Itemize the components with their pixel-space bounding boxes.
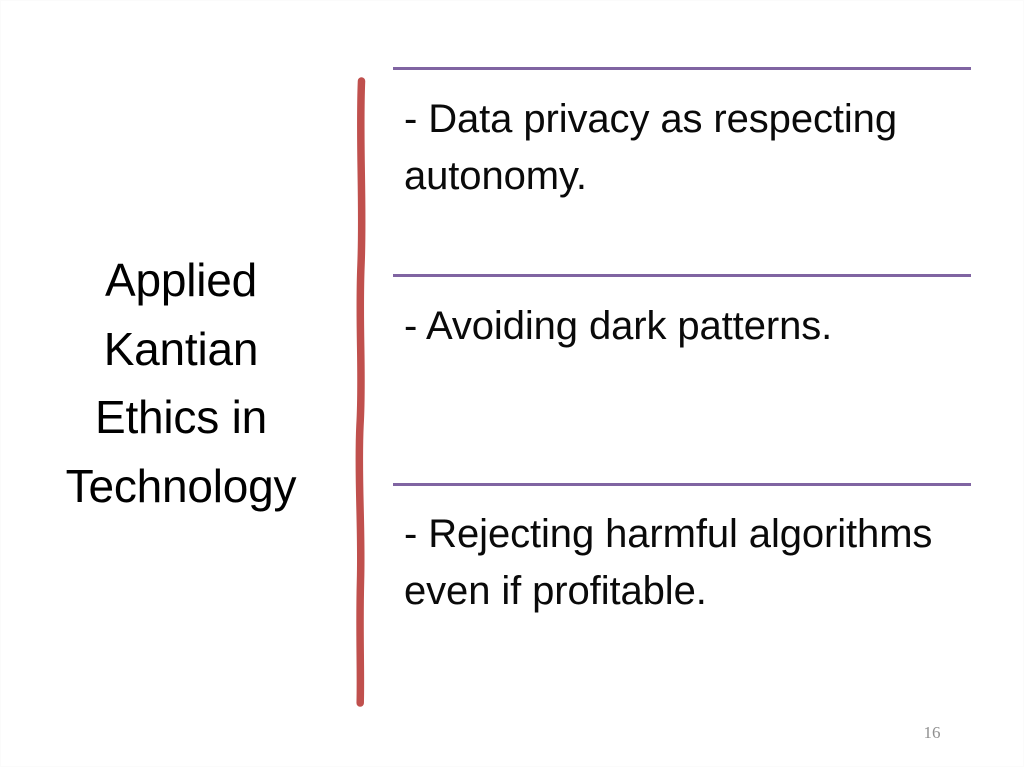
divider-rule-3: [393, 483, 971, 486]
divider-rule-1: [393, 67, 971, 70]
vertical-brush-stroke-icon: [355, 77, 366, 707]
content-column: - Data privacy as respecting autonomy. -…: [393, 1, 973, 766]
bullet-item-2: - Avoiding dark patterns.: [404, 304, 833, 348]
slide-title: Applied Kantian Ethics in Technology: [21, 246, 341, 520]
bullet-item-3: - Rejecting harmful algorithms even if p…: [404, 512, 933, 613]
title-line-4: Technology: [65, 459, 297, 512]
bullet-item-1: - Data privacy as respecting autonomy.: [404, 97, 897, 198]
title-line-3: Ethics in: [94, 391, 268, 444]
page-number: 16: [923, 723, 941, 742]
divider-rule-2: [393, 274, 971, 277]
title-line-2: Kantian: [103, 322, 259, 375]
title-line-1: Applied: [104, 254, 258, 306]
